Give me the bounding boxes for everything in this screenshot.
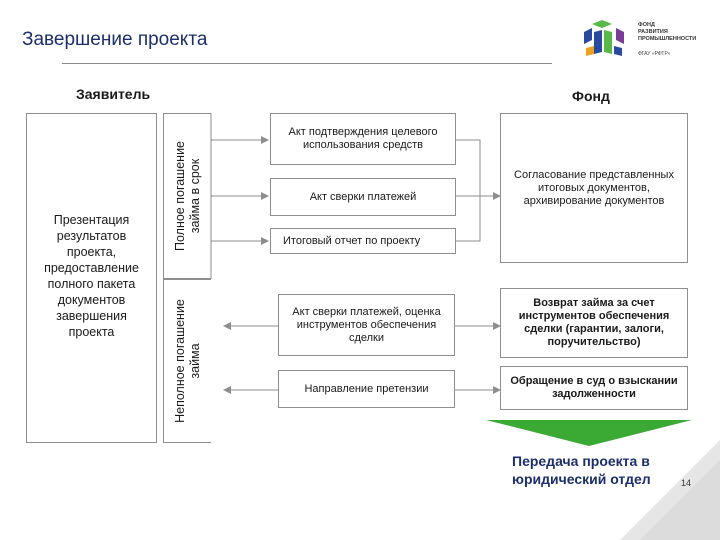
applicant-box: Презентация результатов проекта, предост…: [26, 113, 157, 443]
fund-return: Возврат займа за счет инструментов обесп…: [500, 288, 688, 358]
branch-full-repayment: Полное погашение займа в срок: [163, 113, 211, 279]
step-act-payments: Акт сверки платежей: [270, 178, 456, 216]
step-act-payments-text: Акт сверки платежей: [309, 190, 417, 203]
step-act-usage-text: Акт подтверждения целевого использования…: [288, 126, 438, 151]
fund-return-text: Возврат займа за счет инструментов обесп…: [518, 297, 670, 348]
step-act-payments-eval-text: Акт сверки платежей, оценка инструментов…: [292, 305, 441, 344]
applicant-box-text: Презентация результатов проекта, предост…: [44, 213, 139, 339]
logo-subtitle: ФГАУ «РФТР»: [638, 51, 671, 57]
fund-logo-icon: [584, 20, 624, 56]
page-title: Завершение проекта: [22, 29, 208, 50]
branch-partial-repayment: Неполное погашение займа: [163, 279, 211, 443]
fund-court-text: Обращение в суд о взыскании задолженност…: [510, 375, 678, 400]
step-act-payments-eval: Акт сверки платежей, оценка инструментов…: [278, 294, 455, 356]
step-act-usage: Акт подтверждения целевого использования…: [270, 113, 456, 165]
step-final-report-text: Итоговый отчет по проекту: [283, 234, 421, 247]
fund-court: Обращение в суд о взыскании задолженност…: [500, 366, 688, 410]
step-final-report: Итоговый отчет по проекту: [270, 228, 456, 254]
step-claim: Направление претензии: [278, 370, 455, 408]
logo-text: ФОНД РАЗВИТИЯ ПРОМЫШЛЕННОСТИ: [638, 22, 697, 42]
fund-approval-text: Согласование представленных итоговых док…: [514, 168, 674, 207]
fund-approval: Согласование представленных итоговых док…: [500, 113, 688, 263]
page-number: 14: [681, 478, 692, 488]
step-claim-text: Направление претензии: [304, 382, 429, 395]
applicant-header: Заявитель: [76, 86, 151, 102]
fund-header: Фонд: [572, 88, 610, 104]
transfer-note: Передача проекта в юридический отдел: [512, 453, 651, 487]
title-divider: [62, 63, 552, 64]
